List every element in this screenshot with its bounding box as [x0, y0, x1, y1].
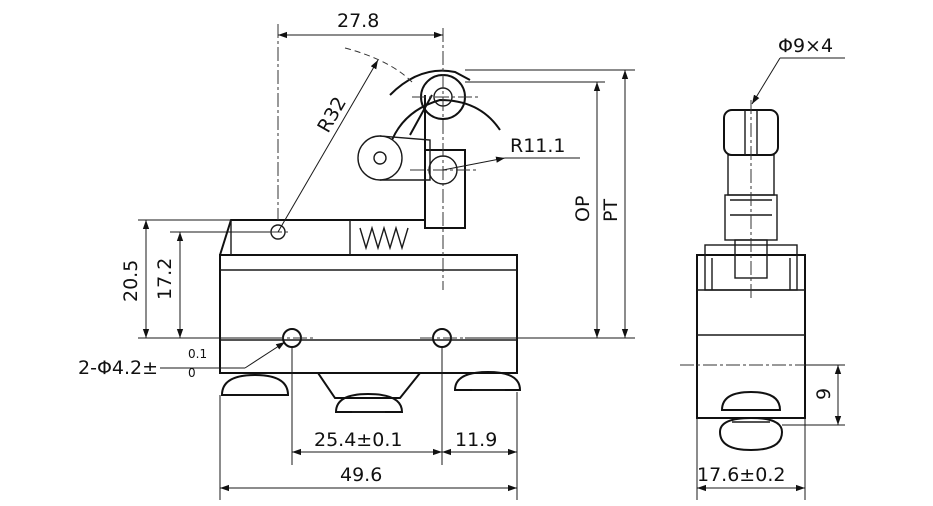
- dim-hole-to-edge: 11.9: [455, 429, 497, 451]
- switch-body: [219, 254, 518, 374]
- terminal-middle: [334, 392, 404, 413]
- dim-pt: PT: [600, 199, 622, 222]
- dim-mount-holes: 2-Φ4.2±: [78, 357, 158, 379]
- dim-hole-pitch: 25.4±0.1: [314, 429, 402, 451]
- side-terminal-lower: [718, 416, 784, 452]
- side-terminal-upper: [720, 390, 782, 411]
- dim-op: OP: [572, 196, 594, 222]
- front-dimensions: 27.8 R32 R11.1 OP PT 20.5 17.2 2-Φ4.2± 0…: [78, 10, 635, 500]
- side-view: [680, 100, 820, 452]
- dim-lever-radius: R32: [313, 93, 351, 136]
- roller-arc: [391, 98, 501, 141]
- actuator-housing: [219, 149, 466, 256]
- dim-lever-reach: 27.8: [337, 10, 379, 32]
- dim-body-width: 17.6±0.2: [697, 464, 785, 486]
- spring: [359, 225, 409, 251]
- dim-mount-holes-upper: 0.1: [188, 347, 207, 361]
- terminal-left: [220, 373, 290, 396]
- dim-roller-size: Φ9×4: [778, 35, 833, 57]
- dim-mount-holes-lower: 0: [188, 366, 196, 380]
- terminal-right: [453, 370, 522, 391]
- dim-terminal-offset: 9: [813, 388, 835, 400]
- secondary-roller: [357, 135, 403, 181]
- side-dimensions: Φ9×4 9 17.6±0.2: [696, 35, 845, 500]
- dim-roller-radius: R11.1: [510, 135, 566, 157]
- dim-height-20-5: 20.5: [120, 260, 142, 302]
- dim-body-length: 49.6: [340, 464, 382, 486]
- dim-height-17-2: 17.2: [154, 258, 176, 300]
